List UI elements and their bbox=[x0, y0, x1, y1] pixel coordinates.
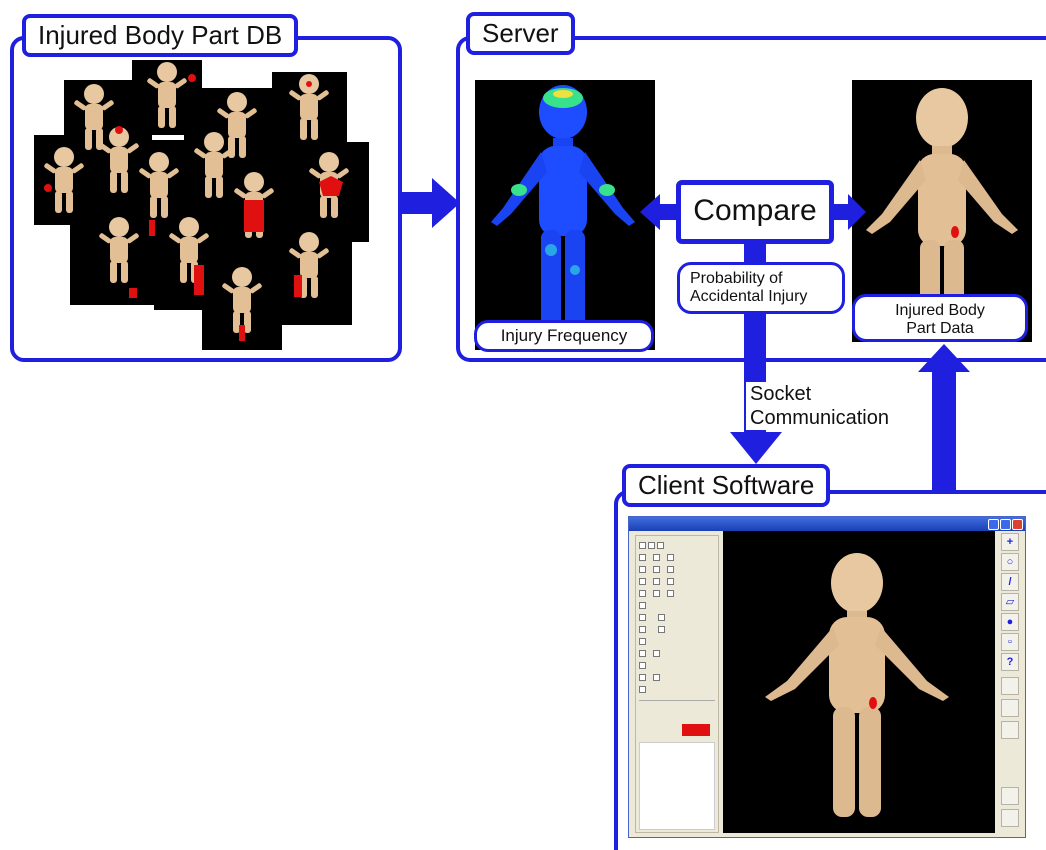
tool-button-1[interactable] bbox=[1001, 677, 1019, 695]
injured-data-line2: Part Data bbox=[906, 320, 974, 337]
eraser-icon[interactable]: ▱ bbox=[1001, 593, 1019, 611]
probability-line2: Accidental Injury bbox=[690, 288, 808, 305]
injury-frequency-text: Injury Frequency bbox=[500, 326, 628, 345]
close-button[interactable] bbox=[1012, 519, 1023, 530]
client-window-titlebar bbox=[629, 517, 1025, 531]
injured-body-part-data-label: Injured Body Part Data bbox=[852, 294, 1028, 342]
injury-frequency-heatmap bbox=[475, 80, 655, 350]
db-to-server-arrow bbox=[402, 176, 462, 230]
socket-communication-label: Socket Communication bbox=[746, 382, 893, 430]
add-icon[interactable]: + bbox=[1001, 533, 1019, 551]
compare-text: Compare bbox=[693, 194, 817, 227]
tool-button-4[interactable] bbox=[1001, 787, 1019, 805]
probability-label: Probability of Accidental Injury bbox=[677, 262, 845, 314]
help-icon[interactable]: ? bbox=[1001, 653, 1019, 671]
minimize-button[interactable] bbox=[988, 519, 999, 530]
client-panel-title: Client Software bbox=[622, 464, 831, 507]
fill-icon[interactable]: ● bbox=[1001, 613, 1019, 631]
socket-line2: Communication bbox=[750, 407, 889, 429]
tool-button-5[interactable] bbox=[1001, 809, 1019, 827]
client-to-server-arrow bbox=[918, 344, 970, 494]
server-panel-title: Server bbox=[466, 12, 575, 55]
client-app-window: + ○ / ▱ ● ▫ ? bbox=[628, 516, 1026, 838]
db-panel-title: Injured Body Part DB bbox=[22, 14, 299, 57]
pen-icon[interactable]: / bbox=[1001, 573, 1019, 591]
rotate-icon[interactable]: ○ bbox=[1001, 553, 1019, 571]
probability-line1: Probability of bbox=[690, 270, 783, 287]
db-image-collage bbox=[34, 60, 374, 350]
client-options-panel bbox=[635, 535, 719, 833]
client-3d-viewport[interactable] bbox=[723, 531, 995, 833]
injured-data-line1: Injured Body bbox=[895, 302, 985, 319]
color-swatch[interactable] bbox=[682, 724, 710, 736]
hand-icon[interactable]: ▫ bbox=[1001, 633, 1019, 651]
compare-left-arrow bbox=[640, 192, 684, 232]
tool-button-2[interactable] bbox=[1001, 699, 1019, 717]
maximize-button[interactable] bbox=[1000, 519, 1011, 530]
compare-box: Compare bbox=[676, 180, 834, 244]
socket-line1: Socket bbox=[750, 383, 812, 405]
injury-frequency-label: Injury Frequency bbox=[474, 320, 654, 352]
compare-right-arrow bbox=[832, 192, 866, 232]
tool-button-3[interactable] bbox=[1001, 721, 1019, 739]
